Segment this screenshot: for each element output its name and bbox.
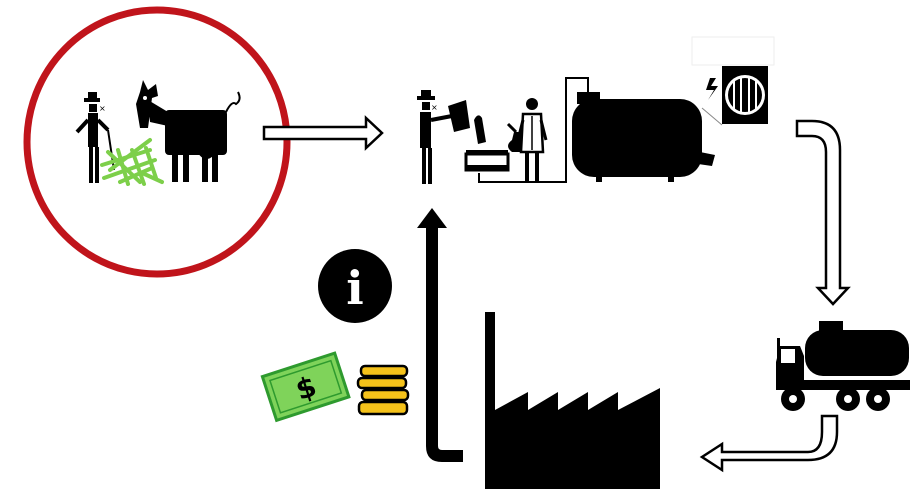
flow-arrow-down	[795, 119, 851, 306]
svg-text:×: ×	[431, 103, 438, 112]
milk-bucket-icon	[464, 115, 510, 172]
milk-tanker-truck-icon	[776, 321, 910, 411]
farmer-pouring-icon: ×	[417, 90, 470, 184]
milk-tank-icon	[478, 77, 715, 183]
highlight-ring	[23, 6, 291, 278]
flow-arrow-right	[262, 115, 384, 151]
factory-icon	[485, 312, 660, 489]
lab-technician-icon	[516, 98, 548, 182]
flow-arrow-left	[699, 414, 839, 473]
flow-arrow-up	[417, 208, 463, 462]
electric-cooler-icon	[691, 36, 775, 126]
info-icon[interactable]: i	[318, 249, 392, 323]
info-icon-label: i	[346, 261, 363, 315]
grass-icon	[100, 138, 164, 186]
banknote-icon: $	[260, 351, 351, 423]
cow-icon	[136, 80, 241, 182]
coin-stack-icon	[356, 364, 410, 416]
svg-text:×: ×	[99, 104, 106, 113]
